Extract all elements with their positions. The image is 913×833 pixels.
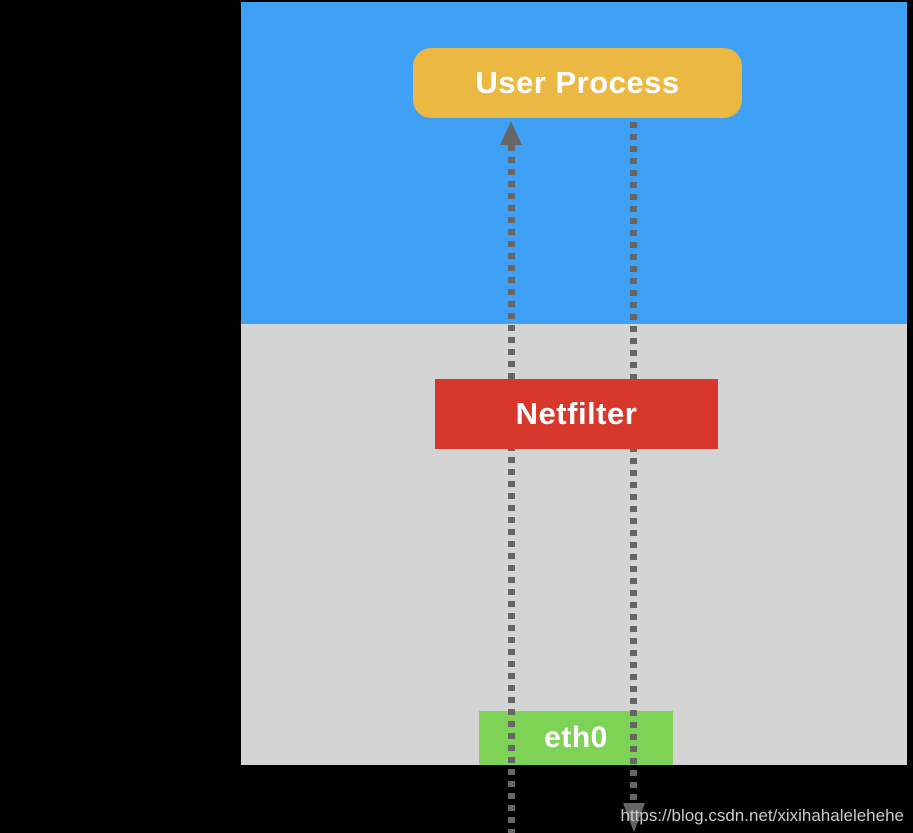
user-process-node: User Process [413, 48, 742, 118]
netfilter-label: Netfilter [515, 396, 638, 431]
eth0-label: eth0 [544, 721, 608, 754]
arrow-down-icon [623, 803, 645, 832]
arrow-up-icon [500, 121, 522, 145]
outbound-packet-line [630, 122, 637, 803]
user-process-label: User Process [475, 65, 680, 100]
watermark-url: https://blog.csdn.net/xixihahalelehehe [620, 806, 904, 825]
netfilter-node: Netfilter [435, 379, 718, 449]
inbound-packet-line [508, 145, 515, 833]
